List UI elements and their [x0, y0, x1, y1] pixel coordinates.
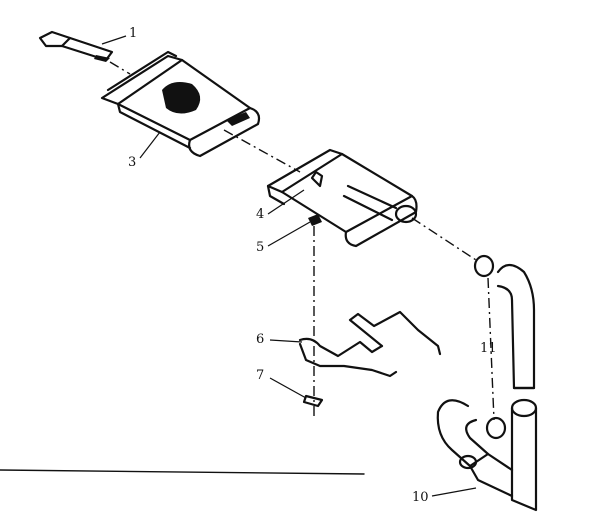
part-3-grille	[100, 50, 261, 158]
callout-1: 1	[129, 26, 138, 41]
assembly-lines	[109, 61, 495, 421]
callout-5: 5	[256, 240, 265, 255]
part-1-handle	[38, 30, 114, 62]
part-6-wire	[298, 310, 442, 378]
leader-lines	[101, 35, 477, 497]
part-7-clip	[302, 394, 324, 408]
callout-10: 10	[412, 490, 429, 505]
callout-11: 11	[480, 341, 497, 356]
callout-7: 7	[256, 368, 265, 383]
callout-6: 6	[256, 332, 265, 347]
baseline-rule	[0, 469, 365, 475]
hoses	[436, 263, 538, 512]
callout-4: 4	[256, 207, 265, 222]
callout-3: 3	[128, 155, 137, 170]
part-11-clamps	[473, 254, 507, 440]
part-bracket-body	[266, 148, 418, 248]
